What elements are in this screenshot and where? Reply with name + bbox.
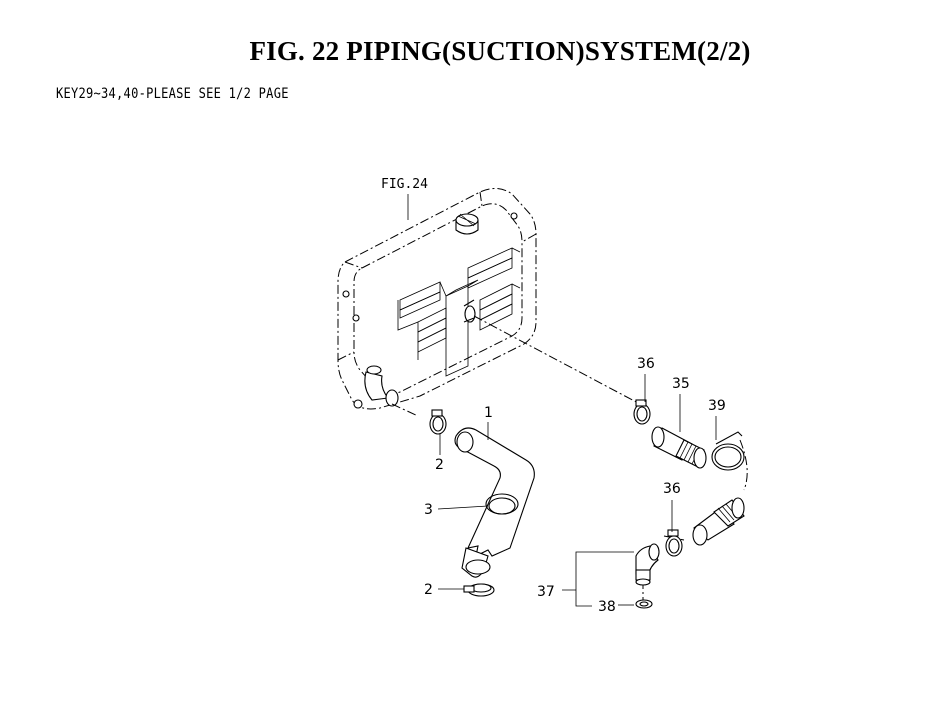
callout-35: 35 — [672, 376, 690, 392]
clamp-39 — [711, 431, 745, 471]
callout-38: 38 — [598, 599, 616, 615]
hose-1 — [454, 427, 535, 578]
callout-36-lower: 36 — [663, 481, 681, 497]
callout-2-upper: 2 — [435, 457, 444, 473]
callout-39: 39 — [708, 398, 726, 414]
fig24-reference: FIG.24 — [381, 177, 428, 192]
callout-2-lower: 2 — [424, 582, 433, 598]
elbow-37 — [635, 543, 660, 586]
figure-title: FIG. 22 PIPING(SUCTION)SYSTEM(2/2) — [249, 36, 751, 66]
washer-38 — [635, 599, 653, 609]
hose-lower-right — [692, 497, 745, 546]
callout-37-bracket — [562, 551, 634, 607]
clamp-36-lower — [665, 529, 683, 557]
tank-assembly — [337, 188, 537, 410]
band-3 — [485, 493, 519, 515]
clamp-36-upper — [633, 399, 651, 425]
hose-35 — [651, 426, 707, 469]
clamp-2-lower — [463, 583, 495, 597]
clamp-2-upper — [429, 409, 447, 435]
callout-37: 37 — [537, 584, 555, 600]
callout-3: 3 — [424, 502, 433, 518]
key-note: KEY29~34,40-PLEASE SEE 1/2 PAGE — [56, 86, 289, 102]
callout-36-upper: 36 — [637, 356, 655, 372]
callout-1: 1 — [484, 405, 493, 421]
